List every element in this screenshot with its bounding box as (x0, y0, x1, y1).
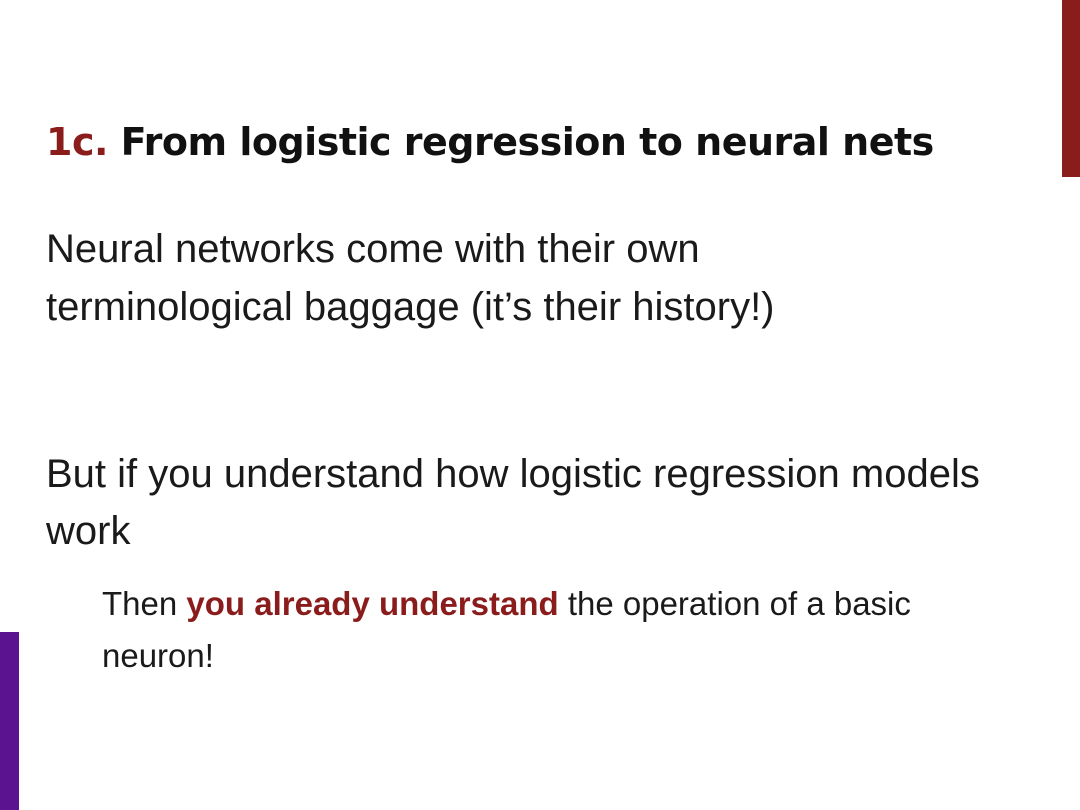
slide-title: 1c. From logistic regression to neural n… (46, 112, 934, 172)
neuron-text-before: Then (102, 585, 187, 622)
paragraph-terminology: Neural networks come with their own term… (46, 227, 775, 329)
neuron-text-after: the operation of a basic neuron! (102, 585, 911, 674)
paragraph-logistic-regression: But if you understand how logistic regre… (46, 452, 980, 553)
accent-bar-top-right (1062, 0, 1080, 177)
title-number: 1c. (46, 120, 108, 164)
accent-bar-bottom-left (0, 632, 19, 810)
title-text: From logistic regression to neural nets (120, 120, 935, 164)
neuron-text-emphasis: you already understand (186, 585, 559, 622)
paragraph-basic-neuron: Then you already understand the operatio… (102, 578, 1002, 682)
